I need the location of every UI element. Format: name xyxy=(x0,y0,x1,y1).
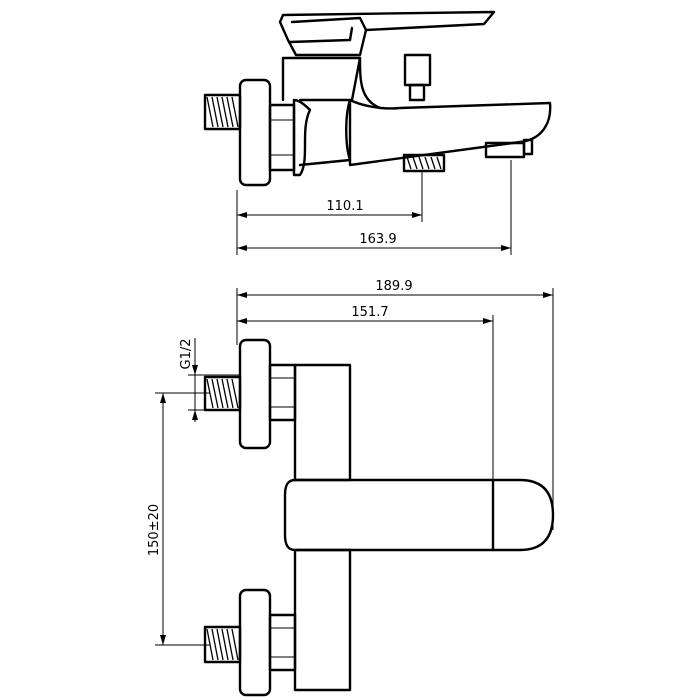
side-thread-connector xyxy=(203,93,242,131)
dimension-label-150-20: 150±20 xyxy=(147,504,162,556)
side-nut xyxy=(268,103,296,172)
front-lower-connection xyxy=(203,588,297,697)
side-body xyxy=(292,98,312,177)
front-lower-column xyxy=(293,548,352,692)
side-wall-flange xyxy=(238,78,272,187)
side-spout xyxy=(348,98,552,167)
side-view: 110.1 163.9 xyxy=(203,10,552,255)
dimension-label-110-1: 110.1 xyxy=(326,199,363,214)
dimension-label-151-7: 151.7 xyxy=(351,305,388,320)
front-upper-column xyxy=(293,363,352,482)
dimension-189-9: 189.9 xyxy=(236,279,554,530)
dimension-163-9: 163.9 xyxy=(237,160,512,255)
diverter-knob xyxy=(403,53,432,102)
dimension-110-1: 110.1 xyxy=(236,172,423,255)
front-upper-connection xyxy=(203,338,297,450)
front-view: 189.9 151.7 G1/2 150±20 xyxy=(147,279,555,697)
dimension-label-189-9: 189.9 xyxy=(375,279,412,294)
side-cartridge xyxy=(281,56,362,102)
dimension-151-7: 151.7 xyxy=(237,305,494,490)
dimension-150-20: 150±20 xyxy=(147,392,210,646)
side-lever xyxy=(278,10,496,57)
front-spout-housing xyxy=(283,478,555,552)
shower-outlet-thread xyxy=(402,153,446,173)
dimension-label-163-9: 163.9 xyxy=(359,232,396,247)
spout-aerator xyxy=(484,138,534,159)
dimension-label-g1-2: G1/2 xyxy=(179,339,194,370)
